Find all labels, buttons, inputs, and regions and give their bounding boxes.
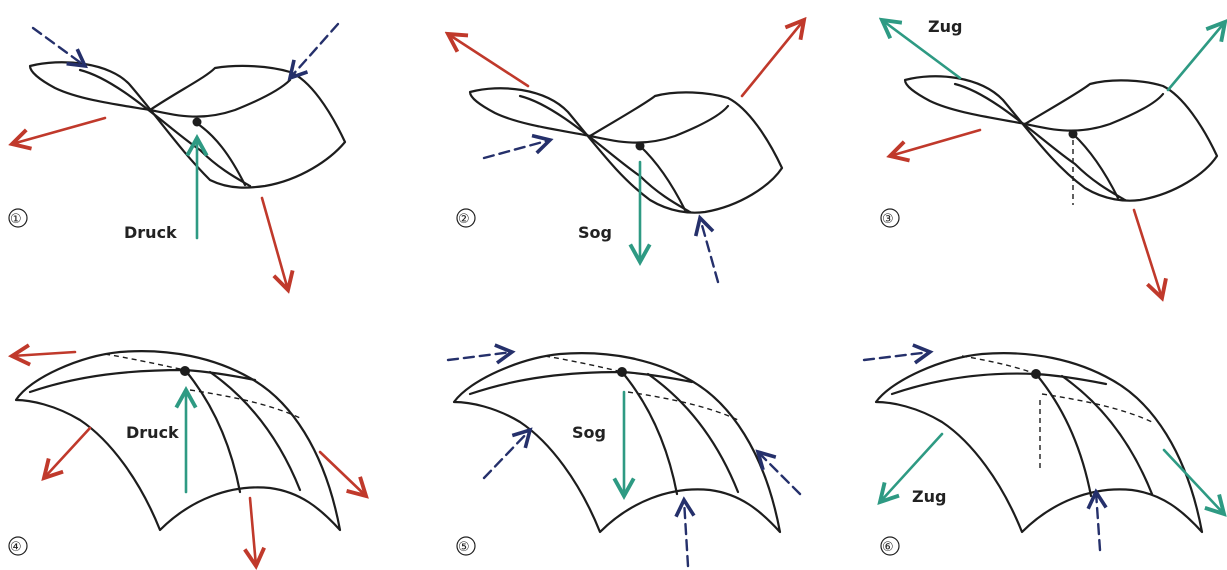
panel-number: ④ — [10, 540, 22, 555]
panel-number: ⑤ — [458, 540, 470, 555]
load-point — [635, 141, 645, 151]
saddle-edge-line — [953, 82, 1127, 202]
load-label: Zug — [912, 487, 946, 506]
force-arrow-red — [250, 496, 256, 566]
tension-arrow-green — [1166, 22, 1225, 92]
dome-hidden-line — [961, 355, 1037, 375]
wind-arrow-blue — [482, 430, 530, 480]
wind-arrow-blue — [684, 500, 688, 568]
wind-arrow-blue — [1096, 492, 1100, 552]
load-point — [617, 367, 627, 377]
force-arrow-red — [44, 426, 92, 478]
panel-3: Zug ③ — [881, 17, 1225, 298]
dome-surface-outline — [874, 352, 1204, 534]
saddle-curve-line — [1071, 132, 1120, 200]
wind-arrow-blue — [446, 352, 512, 360]
panel-6: Zug ⑥ — [862, 352, 1224, 556]
panel-number-ring — [880, 208, 900, 228]
load-point — [192, 117, 202, 127]
saddle-surface-outline — [903, 75, 1219, 202]
panel-number-ring — [880, 536, 900, 556]
load-point — [1068, 129, 1078, 139]
panel-number: ③ — [882, 212, 894, 227]
saddle-edge-line — [518, 94, 692, 214]
saddle-curve-line — [193, 120, 247, 187]
wind-arrow-blue — [482, 140, 550, 160]
dome-hidden-line — [104, 353, 186, 371]
wind-arrow-blue — [700, 218, 720, 284]
saddle-curve-line — [638, 144, 687, 212]
dome-hidden-line — [627, 391, 739, 421]
tension-arrow-green — [1162, 448, 1224, 514]
dome-surface-outline — [452, 352, 782, 534]
dome-ring-line — [890, 372, 1108, 396]
panel-number-ring — [456, 208, 476, 228]
wind-arrow-blue — [31, 26, 85, 66]
panel-1: Druck ① — [8, 22, 347, 290]
force-arrow-red — [1132, 208, 1162, 298]
panel-number-ring — [8, 536, 28, 556]
load-label: Druck — [126, 423, 179, 442]
panel-number: ② — [458, 212, 470, 227]
panel-number: ⑥ — [882, 540, 894, 555]
dome-ring-line — [28, 368, 257, 394]
dome-meridian-line — [208, 370, 302, 492]
tension-arrow-green — [880, 432, 944, 502]
load-point — [180, 366, 190, 376]
load-point — [1031, 369, 1041, 379]
load-label: Sog — [578, 223, 612, 242]
force-arrow-red — [318, 450, 366, 496]
wind-arrow-blue — [862, 352, 930, 360]
dome-meridian-line — [1060, 374, 1154, 496]
load-label: Sog — [572, 423, 606, 442]
dome-meridian-line — [620, 370, 679, 496]
dome-hidden-line — [189, 389, 301, 419]
saddle-cross-line — [1023, 92, 1165, 132]
saddle-surface-outline — [468, 87, 784, 214]
panel-number: ① — [10, 212, 22, 227]
dome-meridian-line — [1034, 372, 1093, 498]
dome-ring-line — [468, 370, 694, 396]
panel-2: Sog ② — [448, 20, 804, 284]
dome-meridian-line — [646, 372, 740, 494]
load-label: Zug — [928, 17, 962, 36]
force-arrow-red — [448, 34, 530, 88]
wind-arrow-blue — [290, 22, 340, 78]
dome-hidden-line — [1041, 393, 1153, 423]
force-arrow-red — [12, 116, 107, 144]
tension-arrow-green — [882, 20, 962, 80]
saddle-cross-line — [588, 104, 730, 144]
force-arrow-red — [890, 128, 982, 156]
panel-4: Druck ④ — [9, 351, 366, 566]
saddle-cross-line — [148, 78, 292, 118]
panel-number-ring — [456, 536, 476, 556]
dome-hidden-line — [544, 355, 623, 373]
force-arrow-red — [740, 20, 804, 98]
panel-number-ring — [8, 208, 28, 228]
wind-arrow-blue — [758, 452, 802, 496]
panel-5: Sog ⑤ — [446, 352, 802, 568]
force-arrow-red — [260, 196, 288, 290]
dome-meridian-line — [183, 368, 242, 494]
force-arrow-red — [12, 352, 77, 356]
load-label: Druck — [124, 223, 177, 242]
dome-surface-outline — [14, 350, 342, 532]
